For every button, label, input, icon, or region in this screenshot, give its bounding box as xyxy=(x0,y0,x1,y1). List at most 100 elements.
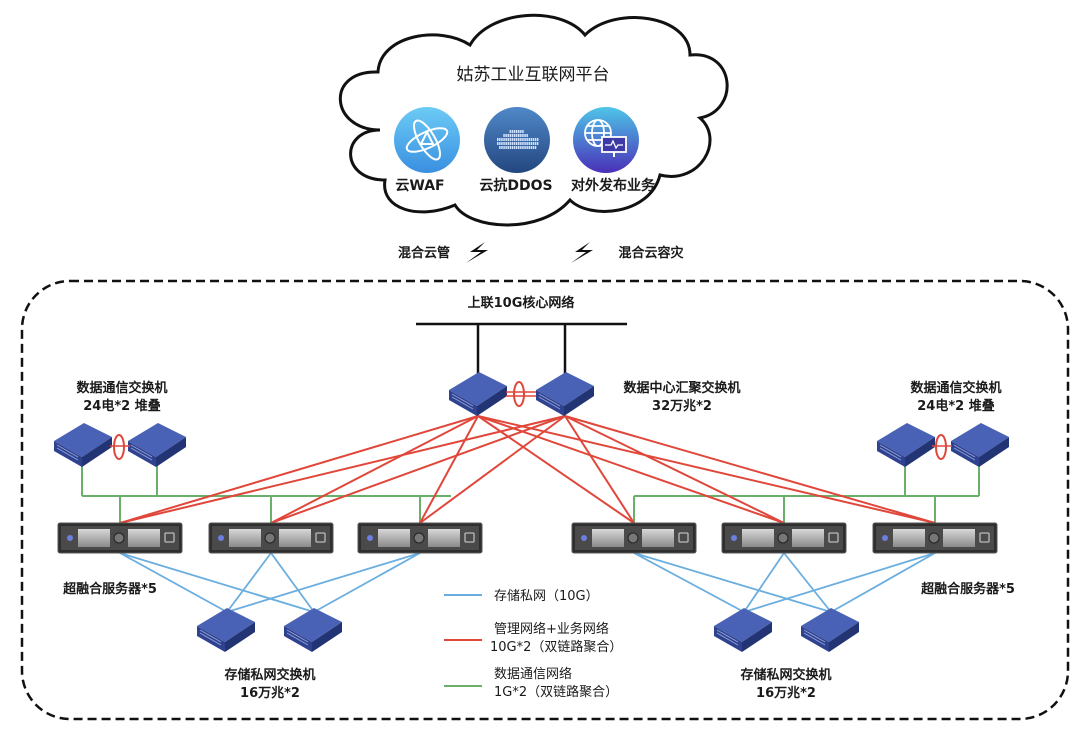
server-6 xyxy=(872,522,998,554)
storage-switch-left-2 xyxy=(283,607,343,653)
atom-glyph xyxy=(405,119,449,161)
pixel-cell xyxy=(528,142,530,145)
management-link xyxy=(119,415,479,524)
pixel-cell xyxy=(511,134,514,137)
core-switch-spec: 32万兆*2 xyxy=(652,398,712,414)
pixel-cell xyxy=(526,142,528,145)
core-switch-2 xyxy=(535,371,595,417)
pixel-cell xyxy=(505,138,507,141)
pixel-cell xyxy=(530,138,533,141)
management-link xyxy=(477,415,785,524)
pixel-cell xyxy=(532,138,535,141)
pixel-cell xyxy=(522,142,524,145)
legend: 存储私网（10G） 管理网络+业务网络 10G*2（双链路聚合） 数据通信网络 … xyxy=(444,589,622,700)
storage-link xyxy=(119,552,228,613)
comm-switch-left-name: 数据通信交换机 xyxy=(76,380,167,396)
pixel-cell xyxy=(499,138,501,141)
management-network-links xyxy=(119,415,936,524)
storage-switch-right-name: 存储私网交换机 xyxy=(740,667,831,683)
management-link xyxy=(419,415,479,524)
pixel-cell xyxy=(499,146,501,149)
pixel-cell xyxy=(507,134,509,137)
pixel-cell xyxy=(522,130,524,133)
datacenter-boundary xyxy=(20,279,1070,721)
ddos-label: 云抗DDOS xyxy=(479,177,552,194)
management-link xyxy=(270,415,566,524)
pixel-cell xyxy=(520,138,522,141)
storage-link xyxy=(313,552,421,613)
pixel-cell xyxy=(507,146,509,149)
servers-left-label: 超融合服务器*5 xyxy=(63,581,157,597)
pixel-cell xyxy=(520,134,522,137)
comm-switch-right-name: 数据通信交换机 xyxy=(910,380,1001,396)
pixel-cell xyxy=(513,146,516,149)
pixel-cell xyxy=(532,142,535,145)
comm-switch-right-2 xyxy=(950,422,1010,468)
pixel-cell xyxy=(520,146,522,149)
pixel-cell xyxy=(511,138,514,141)
waf-label: 云WAF xyxy=(395,178,444,194)
comm-switch-left-2 xyxy=(127,422,187,468)
pixel-cell xyxy=(534,142,537,145)
uplink-label: 上联10G核心网络 xyxy=(468,295,575,311)
storage-link xyxy=(633,552,745,613)
pixel-cell xyxy=(528,138,530,141)
pixel-cell xyxy=(503,146,505,149)
pixel-cell xyxy=(536,142,539,145)
cloud-title: 姑苏工业互联网平台 xyxy=(457,65,610,85)
storage-link xyxy=(119,552,315,613)
ddos-service: 云抗DDOS xyxy=(479,107,553,194)
server-1 xyxy=(57,522,183,554)
pixel-cell xyxy=(501,138,503,141)
waf-service: 云WAF xyxy=(394,107,460,194)
server-2 xyxy=(208,522,334,554)
pixel-cell xyxy=(513,142,516,145)
comm-switch-right-1 xyxy=(876,422,936,468)
core-switch-name: 数据中心汇聚交换机 xyxy=(623,380,740,396)
storage-link xyxy=(633,552,832,613)
data-network-links xyxy=(81,464,980,523)
pixel-cell xyxy=(522,146,524,149)
pixel-cell xyxy=(522,138,524,141)
pixel-cell xyxy=(515,134,518,137)
pixel-cloud-glyph xyxy=(497,130,539,149)
pixel-cell xyxy=(497,138,499,141)
pixel-cell xyxy=(511,146,514,149)
pixel-cell xyxy=(518,146,520,149)
legend-label-data-2: 1G*2（双链路聚合） xyxy=(494,684,618,700)
storage-switch-right-1 xyxy=(713,607,773,653)
pixel-cell xyxy=(511,130,514,133)
pixel-cell xyxy=(503,138,505,141)
core-switch-1 xyxy=(448,371,508,417)
storage-link xyxy=(783,552,832,613)
pixel-cell xyxy=(526,134,528,137)
pixel-cell xyxy=(515,146,518,149)
pixel-cell xyxy=(513,130,516,133)
management-link xyxy=(564,415,785,524)
atom-shield-icon xyxy=(394,107,460,173)
pixel-cell xyxy=(534,146,537,149)
pixel-cell xyxy=(497,142,499,145)
pixel-cell xyxy=(509,142,512,145)
management-link xyxy=(564,415,635,524)
server-5 xyxy=(721,522,847,554)
servers-right-label: 超融合服务器*5 xyxy=(921,581,1015,597)
storage-link xyxy=(226,552,272,613)
pixel-cell xyxy=(511,142,514,145)
pixel-cell xyxy=(501,146,503,149)
pixel-cell xyxy=(505,142,507,145)
pixel-cell xyxy=(534,138,537,141)
pixel-cell xyxy=(526,146,528,149)
management-link xyxy=(419,415,566,524)
legend-label-management-1: 管理网络+业务网络 xyxy=(494,621,609,637)
pixel-cell xyxy=(515,138,518,141)
storage-link xyxy=(743,552,936,613)
pixel-cell xyxy=(518,130,520,133)
storage-switch-right-2 xyxy=(800,607,860,653)
management-link xyxy=(477,415,635,524)
management-link xyxy=(119,415,566,524)
pixel-cell xyxy=(507,142,509,145)
hybrid-cloud-dr-label: 混合云容灾 xyxy=(618,245,684,261)
pixel-cell xyxy=(522,134,524,137)
storage-switch-left-spec: 16万兆*2 xyxy=(240,685,300,701)
